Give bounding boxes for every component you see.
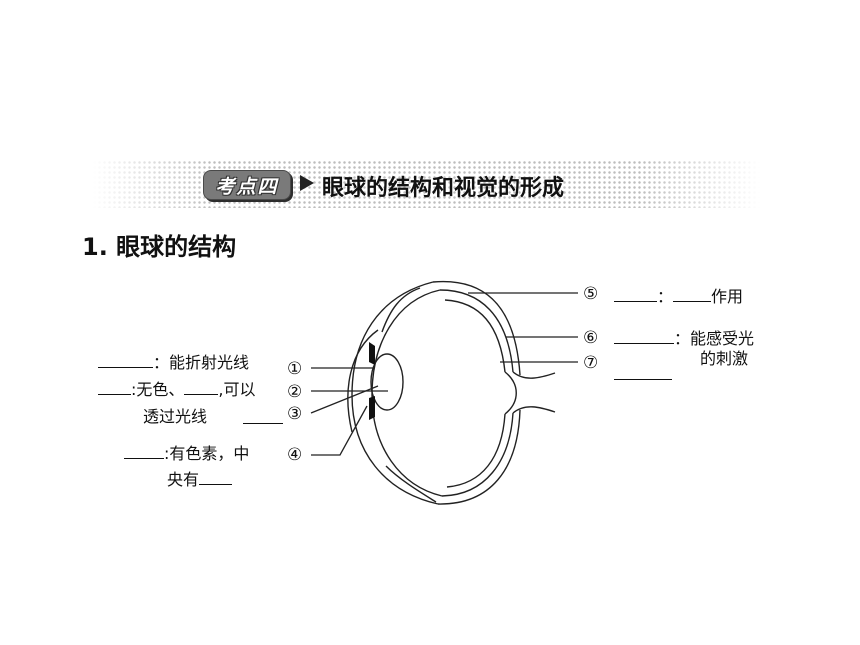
iris-lower — [369, 396, 375, 420]
arrow-right-icon — [300, 175, 314, 191]
blank-2a — [98, 379, 131, 395]
sclera-bottom — [437, 409, 521, 505]
label-2: :无色、,可以 — [98, 379, 256, 399]
label-7 — [614, 364, 672, 384]
marker-6: ⑥ — [583, 328, 599, 348]
blank-5a — [614, 286, 657, 302]
blank-6 — [614, 328, 674, 344]
label-3 — [243, 408, 283, 428]
sclera-top — [432, 280, 521, 376]
label-3-text: 透过光线 — [143, 407, 208, 426]
marker-4: ④ — [287, 445, 303, 465]
lower-eyelid — [385, 465, 437, 503]
blank-7 — [614, 364, 672, 380]
marker-5: ⑤ — [583, 284, 599, 304]
topic-badge: 考点四 — [203, 170, 291, 200]
optic-nerve-bottom — [512, 406, 556, 414]
topic-badge-text: 考点四 — [215, 175, 279, 198]
label-4: :有色素，中 — [124, 443, 249, 463]
section-title: 1. 眼球的结构 — [82, 233, 237, 261]
blank-2b — [184, 379, 219, 395]
choroid-top — [439, 289, 514, 373]
marker-2: ② — [287, 382, 303, 402]
optic-disc — [504, 371, 517, 415]
marker-1: ① — [287, 359, 303, 379]
retina-bottom — [446, 413, 506, 488]
leader-3 — [310, 385, 379, 414]
marker-7: ⑦ — [583, 353, 599, 373]
banner-title: 眼球的结构和视觉的形成 — [322, 176, 565, 201]
label-5: ：作用 — [614, 286, 743, 306]
sclera-outer — [351, 281, 439, 505]
blank-4a — [124, 443, 164, 459]
label-4-line2: 央有 — [167, 469, 233, 489]
retina-top — [444, 299, 506, 373]
leader-4 — [311, 405, 368, 456]
marker-3: ③ — [287, 404, 303, 424]
cornea — [347, 329, 379, 433]
choroid-bottom — [441, 412, 514, 497]
blank-4b — [199, 469, 233, 485]
label-6-line2: 的刺激 — [700, 349, 749, 368]
iris-upper — [369, 342, 375, 365]
label-6: ：能感受光 — [614, 328, 754, 348]
label-1: ：能折射光线 — [98, 352, 249, 372]
upper-eyelid — [381, 287, 421, 333]
banner-dotted-background — [92, 160, 760, 208]
blank-1 — [98, 352, 153, 368]
optic-nerve-top — [512, 371, 556, 379]
blank-5b — [673, 286, 712, 302]
blank-3 — [243, 408, 283, 424]
lens — [370, 353, 404, 411]
choroid-front — [371, 289, 443, 497]
